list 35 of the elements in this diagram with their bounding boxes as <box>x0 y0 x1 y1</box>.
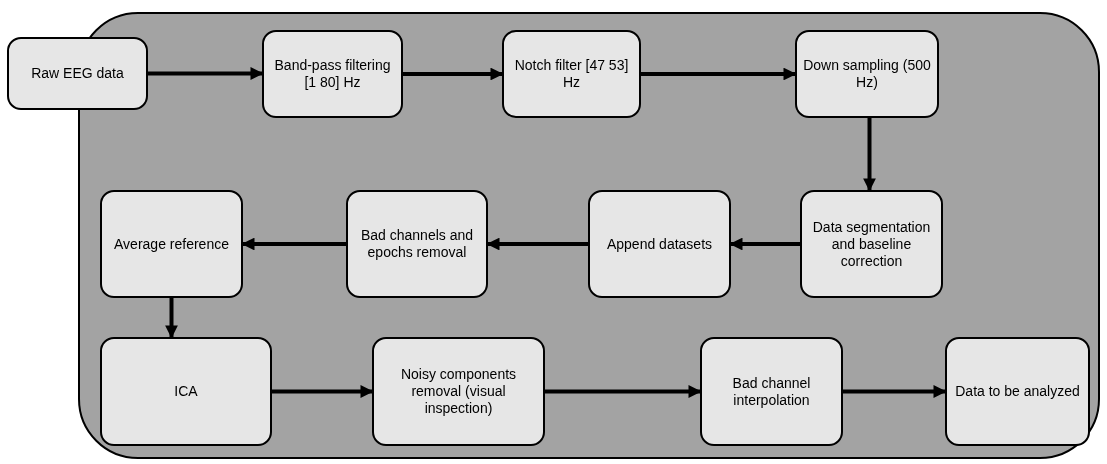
step-label: Data to be analyzed <box>955 383 1080 400</box>
process-box <box>945 337 1090 446</box>
arrow <box>486 237 588 251</box>
step-label: Raw EEG data <box>31 65 124 82</box>
process-box <box>588 190 731 298</box>
process-box <box>795 30 939 118</box>
arrow <box>241 237 346 251</box>
process-box <box>7 37 148 110</box>
arrow <box>641 67 797 81</box>
arrow <box>545 385 702 398</box>
step-label: Band-pass filtering [1 80] Hz <box>273 57 392 91</box>
arrow <box>148 67 264 80</box>
step-label: Append datasets <box>606 235 713 253</box>
step-label: Down sampling (500 Hz) <box>802 57 932 91</box>
arrow <box>272 385 374 398</box>
process-box <box>700 337 843 446</box>
step-label: Average reference <box>114 235 229 253</box>
process-box <box>100 337 272 446</box>
arrow <box>843 385 947 398</box>
step-label: Bad channels and epochs removal <box>359 227 475 261</box>
arrow <box>729 237 800 251</box>
step-label: Bad channel interpolation <box>731 374 812 409</box>
step-label: Noisy components removal (visual inspection) <box>399 366 518 417</box>
step-label: Notch filter [47 53] Hz <box>513 57 630 91</box>
process-box <box>262 30 403 118</box>
arrow <box>863 118 876 192</box>
process-box <box>346 190 488 298</box>
process-box <box>372 337 545 446</box>
process-box <box>502 30 641 118</box>
process-box <box>100 190 243 298</box>
arrow <box>403 67 504 81</box>
process-box <box>800 190 943 298</box>
step-label: ICA <box>174 383 198 400</box>
step-label: Data segmentation and baseline correction <box>811 218 932 270</box>
arrow <box>165 298 178 339</box>
